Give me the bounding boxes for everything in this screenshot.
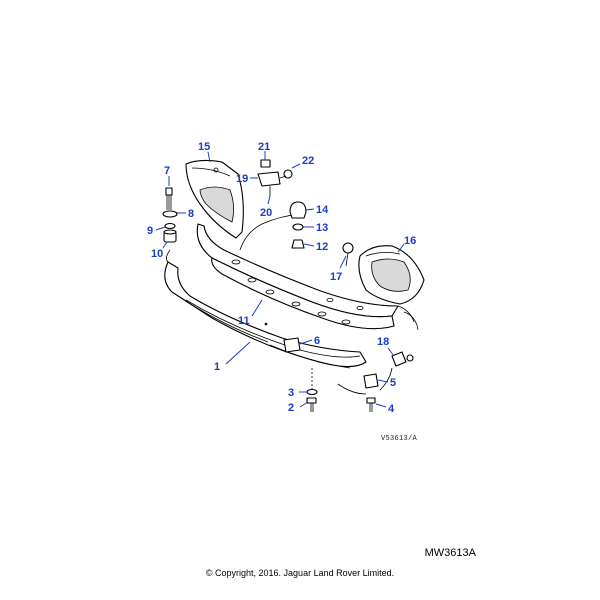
callout-20: 20 xyxy=(260,207,272,219)
part-19-clip xyxy=(257,171,281,196)
callout-14: 14 xyxy=(316,204,329,216)
part-9-washer xyxy=(164,222,176,230)
part-21-nut xyxy=(260,159,271,168)
part-4-bolt xyxy=(366,397,376,412)
copyright-notice: © Copyright, 2016. Jaguar Land Rover Lim… xyxy=(205,568,395,578)
callout-17: 17 xyxy=(330,271,342,283)
part-5-clip xyxy=(363,373,379,389)
callout-19: 19 xyxy=(236,173,248,185)
part-17-screw xyxy=(342,242,354,267)
part-3-washer xyxy=(306,388,318,396)
part-2-bolt xyxy=(306,397,317,412)
drawing-reference: V53613/A xyxy=(381,435,418,443)
callout-2: 2 xyxy=(288,402,294,414)
part-12-nut xyxy=(291,239,305,249)
part-7-bolt xyxy=(165,187,173,210)
callout-5: 5 xyxy=(390,377,396,389)
callout-10: 10 xyxy=(151,248,163,260)
part-11-carrier xyxy=(196,213,419,331)
part-16-right-bracket xyxy=(358,245,425,305)
part-6-clip xyxy=(283,337,301,353)
callout-3: 3 xyxy=(288,387,294,399)
part-10-nut xyxy=(163,229,177,243)
callout-12: 12 xyxy=(316,241,328,253)
part-13-washer xyxy=(292,223,304,231)
figure-code: MW3613A xyxy=(424,547,476,559)
callout-22: 22 xyxy=(302,155,314,167)
callout-4: 4 xyxy=(388,403,395,415)
part-8-washer xyxy=(162,210,178,218)
callout-8: 8 xyxy=(188,208,194,220)
part-18-clip xyxy=(391,351,414,367)
part-22-screw xyxy=(279,169,293,179)
part-14-grommet xyxy=(289,201,307,219)
callouts: 1 2 3 4 5 6 7 8 9 10 11 12 13 14 15 16 1 xyxy=(147,141,416,415)
callout-16: 16 xyxy=(404,235,416,247)
callout-9: 9 xyxy=(147,225,153,237)
callout-15: 15 xyxy=(198,141,210,153)
callout-7: 7 xyxy=(164,165,170,177)
part-15-left-bracket xyxy=(185,159,244,239)
callout-11: 11 xyxy=(238,315,250,327)
callout-18: 18 xyxy=(377,336,389,348)
callout-6: 6 xyxy=(314,335,320,347)
callout-21: 21 xyxy=(258,141,270,153)
callout-13: 13 xyxy=(316,222,328,234)
callout-1: 1 xyxy=(214,361,220,373)
